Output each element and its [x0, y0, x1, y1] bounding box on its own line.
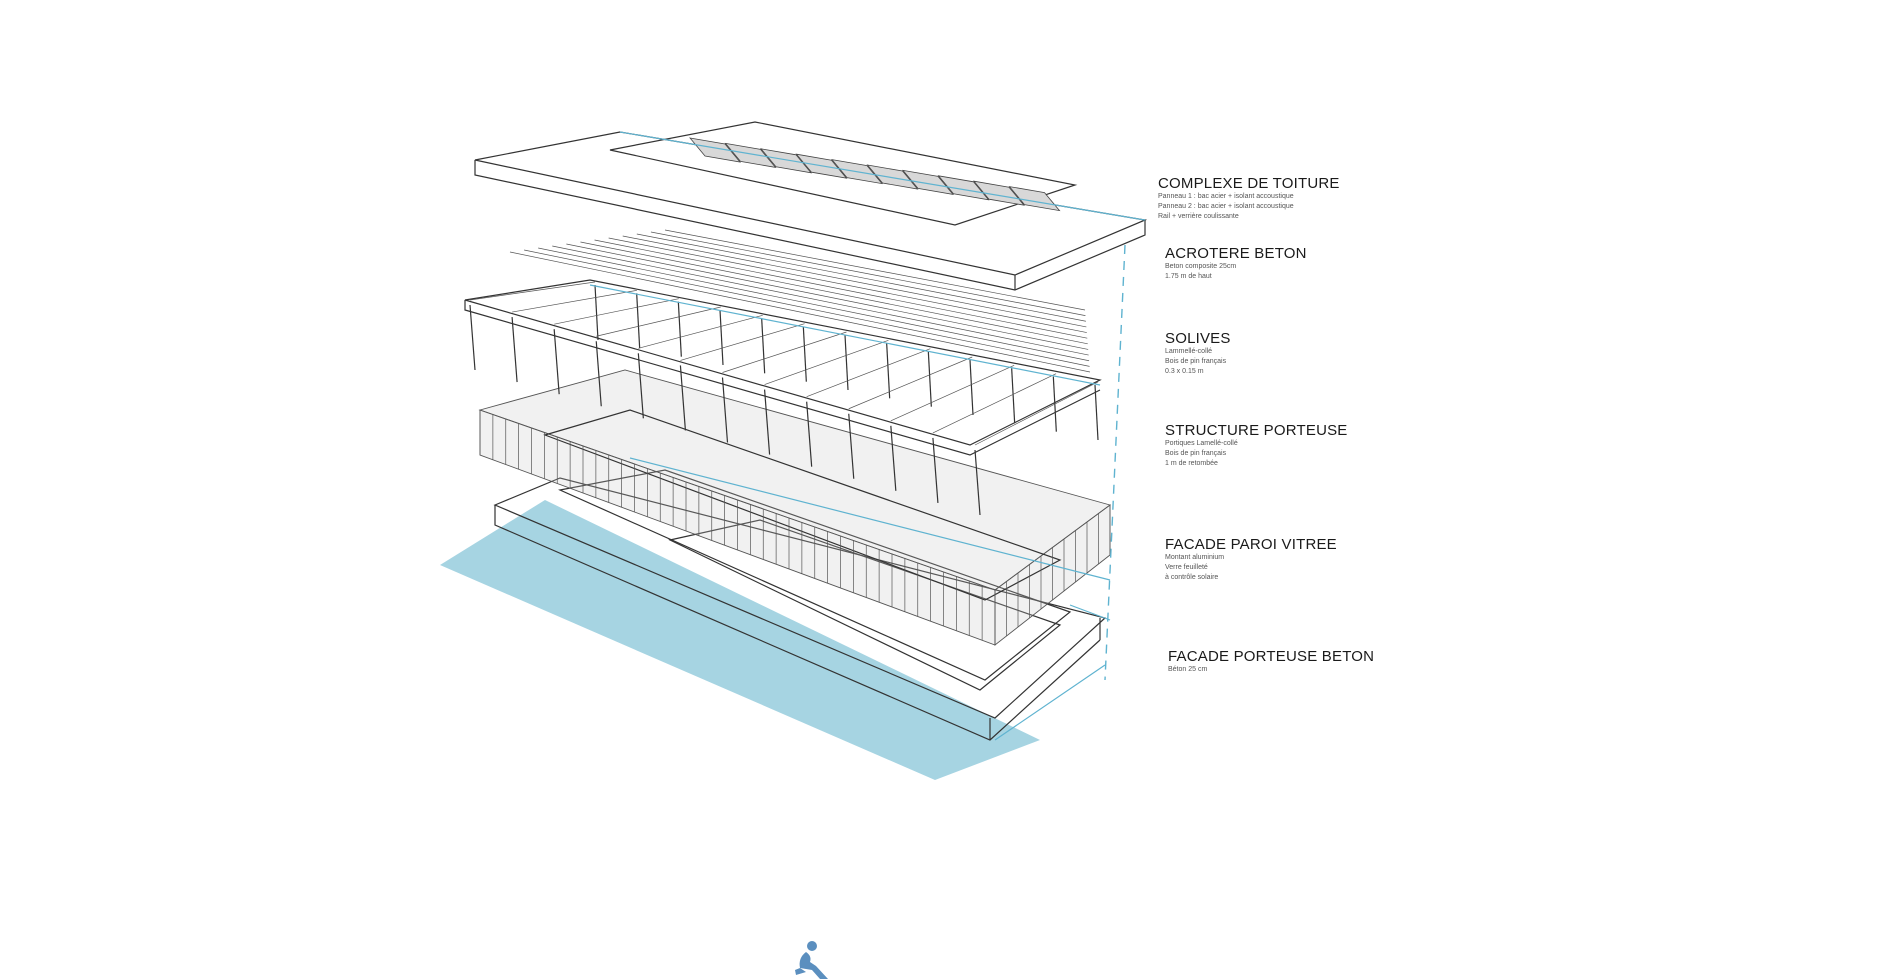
timber-beam	[469, 281, 596, 301]
timber-column	[1094, 384, 1099, 441]
roof-panel	[937, 175, 990, 201]
timber-beam	[596, 306, 721, 337]
label-complexe-de-toiture: COMPLEXE DE TOITURE Panneau 1 : bac acie…	[1158, 175, 1340, 222]
layer-detail: Bois de pin français	[1165, 358, 1227, 365]
joist	[509, 251, 1091, 373]
timber-column	[932, 437, 939, 503]
joist	[664, 229, 1086, 311]
timber-beam	[890, 365, 1015, 422]
human-scale-figure	[795, 941, 828, 979]
layer-detail: Verre feuilleté	[1165, 564, 1208, 571]
layer-title: SOLIVES	[1165, 330, 1231, 347]
timber-beam	[764, 340, 889, 385]
joist	[594, 239, 1088, 339]
layer-detail: 1 m de retombée	[1165, 460, 1218, 467]
timber-column	[595, 341, 602, 407]
timber-column	[594, 284, 599, 341]
alignment-dashed-line	[1104, 244, 1126, 681]
joists-layer	[509, 229, 1091, 373]
timber-beam	[512, 289, 637, 313]
roof-panel	[759, 148, 813, 174]
roof-panel	[901, 169, 955, 195]
timber-beam	[554, 298, 679, 325]
timber-column	[469, 304, 476, 371]
timber-column	[927, 351, 932, 407]
timber-column	[848, 413, 855, 479]
joist	[580, 241, 1088, 345]
timber-beam	[806, 348, 931, 397]
timber-column	[719, 309, 724, 366]
timber-column	[890, 425, 897, 491]
timber-beam	[638, 314, 763, 349]
timber-column	[511, 317, 518, 383]
timber-column	[806, 401, 813, 467]
layer-detail: à contrôle solaire	[1165, 574, 1219, 581]
joist	[650, 231, 1086, 316]
roof-complex-layer	[474, 121, 1148, 291]
joist	[538, 247, 1090, 362]
timber-column	[763, 389, 771, 455]
concrete-base-layer	[493, 469, 1111, 741]
layer-detail: 1.75 m de haut	[1165, 273, 1212, 280]
label-solives: SOLIVES Lammellé-collé Bois de pin franç…	[1165, 330, 1231, 377]
layer-detail: Rail + verrière coulissante	[1158, 213, 1239, 220]
layer-detail: Montant aluminium	[1165, 554, 1225, 561]
timber-beam	[932, 373, 1057, 434]
timber-structure-layer	[464, 279, 1102, 516]
glass-facade-layer	[478, 369, 1112, 646]
joist	[566, 243, 1089, 350]
timber-column	[886, 343, 891, 399]
timber-column	[636, 293, 641, 349]
timber-column	[802, 326, 807, 382]
timber-column	[721, 377, 729, 443]
timber-column	[677, 301, 682, 357]
roof-panel	[866, 164, 919, 190]
timber-column	[1011, 368, 1016, 424]
layer-detail: Bois de pin français	[1165, 450, 1227, 457]
timber-beam	[974, 381, 1099, 446]
label-facade-porteuse-beton: FACADE PORTEUSE BETON Béton 25 cm	[1168, 648, 1374, 675]
layer-detail: Panneau 2 : bac acier + isolant accousti…	[1158, 203, 1294, 210]
roof-panel	[688, 137, 742, 163]
timber-beam	[722, 331, 847, 373]
ground-slab	[440, 500, 1040, 780]
layer-detail: Portiques Lamellé-collé	[1165, 440, 1238, 447]
joist	[524, 249, 1090, 367]
layer-title: ACROTERE BETON	[1165, 245, 1307, 262]
timber-column	[679, 365, 687, 431]
timber-beam	[848, 356, 973, 410]
layer-title: FACADE PAROI VITREE	[1165, 536, 1337, 553]
layer-detail: Panneau 1 : bac acier + isolant accousti…	[1158, 193, 1294, 200]
label-facade-paroi-vitree: FACADE PAROI VITREE Montant aluminium Ve…	[1165, 536, 1337, 583]
layer-detail: Lammellé-collé	[1165, 348, 1213, 355]
timber-column	[761, 318, 766, 374]
timber-column	[974, 449, 981, 516]
timber-column	[637, 353, 644, 419]
label-structure-porteuse: STRUCTURE PORTEUSE Portiques Lamellé-col…	[1165, 422, 1348, 469]
layer-detail: Beton composite 25cm	[1165, 263, 1237, 270]
layer-detail: 0.3 x 0.15 m	[1165, 368, 1204, 375]
timber-column	[553, 329, 560, 395]
roof-panel	[724, 142, 777, 168]
joist	[608, 237, 1087, 333]
timber-beam	[680, 323, 805, 361]
joist	[636, 233, 1086, 322]
layer-detail: Béton 25 cm	[1168, 666, 1208, 673]
layer-title: COMPLEXE DE TOITURE	[1158, 175, 1340, 192]
label-acrotere-beton: ACROTERE BETON Beton composite 25cm 1.75…	[1165, 245, 1307, 282]
layer-title: STRUCTURE PORTEUSE	[1165, 422, 1348, 439]
joist	[622, 235, 1087, 328]
joist	[552, 245, 1089, 356]
timber-column	[969, 359, 974, 416]
layer-title: FACADE PORTEUSE BETON	[1168, 648, 1375, 665]
